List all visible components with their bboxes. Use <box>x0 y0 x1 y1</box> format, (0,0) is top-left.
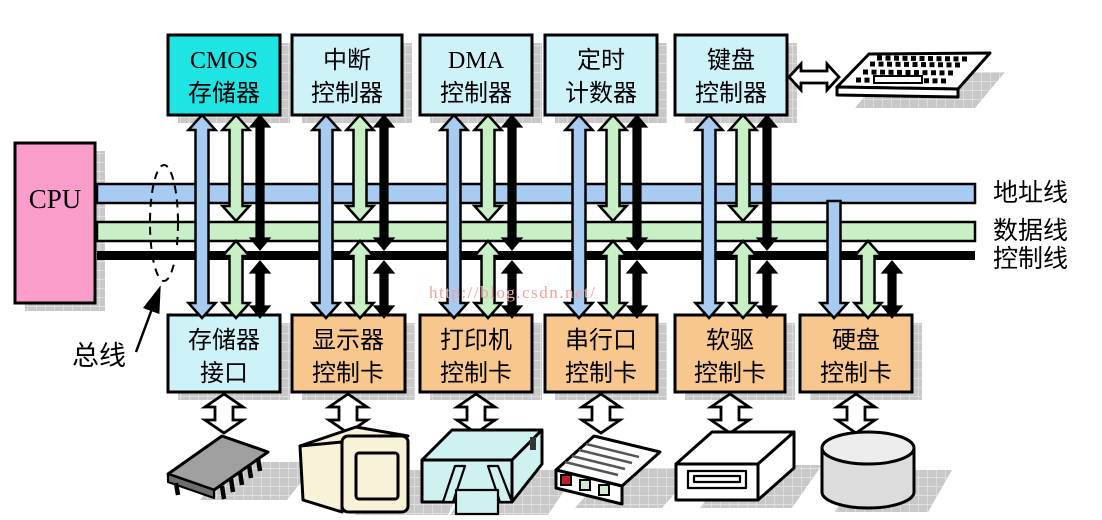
bus-annotation: 总线 <box>72 164 179 371</box>
address-arrow-col1 <box>187 113 217 320</box>
box-label: 打印机 <box>440 327 512 354</box>
data-bus-label: 数据线 <box>993 217 1068 245</box>
box-label: 控制卡 <box>820 360 892 387</box>
data-arrow-up-col2 <box>345 113 375 223</box>
data-arrow-down-col6 <box>853 239 883 320</box>
address-arrow-col5 <box>694 113 724 320</box>
box-harddisk-card: 硬盘 控制卡 <box>798 313 914 394</box>
box-cmos-memory: CMOS 存储器 <box>166 33 282 117</box>
box-label: 存储器 <box>188 80 260 107</box>
address-arrow-col2 <box>311 113 341 320</box>
cpu-box: CPU <box>13 141 97 305</box>
control-arrow-down-col1 <box>249 260 271 319</box>
box-label: 中断 <box>323 47 371 74</box>
box-label: 控制器 <box>440 80 512 107</box>
box-dma-controller: DMA 控制器 <box>418 33 534 117</box>
box-label: 控制卡 <box>440 360 512 387</box>
box-label: 软驱 <box>706 327 754 354</box>
box-label: 接口 <box>200 360 248 387</box>
address-bus <box>95 182 977 205</box>
box-label: 硬盘 <box>832 327 880 354</box>
crt-monitor-icon <box>298 425 410 514</box>
data-arrow-up-col1 <box>221 113 251 223</box>
control-bus <box>97 251 975 260</box>
box-label: CMOS <box>190 48 258 74</box>
box-interrupt-controller: 中断 控制器 <box>290 33 404 117</box>
control-arrow-down-col2 <box>373 260 395 319</box>
data-arrow-down-col5 <box>728 239 758 320</box>
box-label: 控制卡 <box>694 360 766 387</box>
control-arrow-down-col5 <box>756 260 778 319</box>
box-keyboard-controller: 键盘 控制器 <box>673 33 789 117</box>
peripheral-arrows <box>203 60 877 435</box>
box-label: 控制器 <box>695 80 767 107</box>
memory-chip-icon <box>166 434 270 500</box>
box-memory-interface: 存储器 接口 <box>166 313 282 394</box>
box-label: 显示器 <box>312 328 384 354</box>
data-arrow-up-col5 <box>728 113 758 223</box>
control-bus-label: 控制线 <box>993 245 1068 273</box>
data-arrow-down-col4 <box>598 239 628 320</box>
control-arrow-down-col4 <box>626 260 648 319</box>
printer-icon <box>420 428 544 516</box>
cpu-label: CPU <box>29 184 82 214</box>
data-arrow-down-col3 <box>473 239 503 320</box>
data-arrow-up-col3 <box>473 113 503 223</box>
box-display-card: 显示器 控制卡 <box>290 313 407 394</box>
bus-legend: 地址线 数据线 控制线 <box>993 179 1068 273</box>
io-arrow-keyboard <box>787 60 841 94</box>
box-label: 定时 <box>577 47 625 74</box>
box-label: 控制器 <box>311 80 383 107</box>
box-label: 计数器 <box>565 80 637 107</box>
box-serial-card: 串行口 控制卡 <box>543 313 659 394</box>
box-label: 控制卡 <box>312 360 384 387</box>
control-arrow-down-col6 <box>881 260 903 319</box>
box-label: DMA <box>448 48 505 74</box>
data-arrow-down-col2 <box>345 239 375 320</box>
data-arrow-down-col1 <box>221 239 251 320</box>
box-label: 键盘 <box>707 47 755 74</box>
box-floppy-card: 软驱 控制卡 <box>673 313 787 394</box>
data-arrow-up-col4 <box>598 113 628 223</box>
system-buses <box>95 182 977 260</box>
hard-disk-icon <box>820 430 916 510</box>
bus-annotation-label: 总线 <box>72 341 126 371</box>
keyboard-icon <box>835 51 992 99</box>
address-bus-label: 地址线 <box>993 179 1068 207</box>
box-label: 存储器 <box>188 327 260 354</box>
data-bus <box>95 220 977 243</box>
box-label: 串行口 <box>565 327 637 354</box>
watermark-text: http://blog.csdn.net/ <box>429 283 597 302</box>
serial-device-icon <box>554 434 662 506</box>
box-timer-counter: 定时 计数器 <box>543 33 659 117</box>
box-printer-card: 打印机 控制卡 <box>418 313 534 394</box>
box-label: 控制卡 <box>565 360 637 387</box>
floppy-drive-icon <box>674 430 796 502</box>
